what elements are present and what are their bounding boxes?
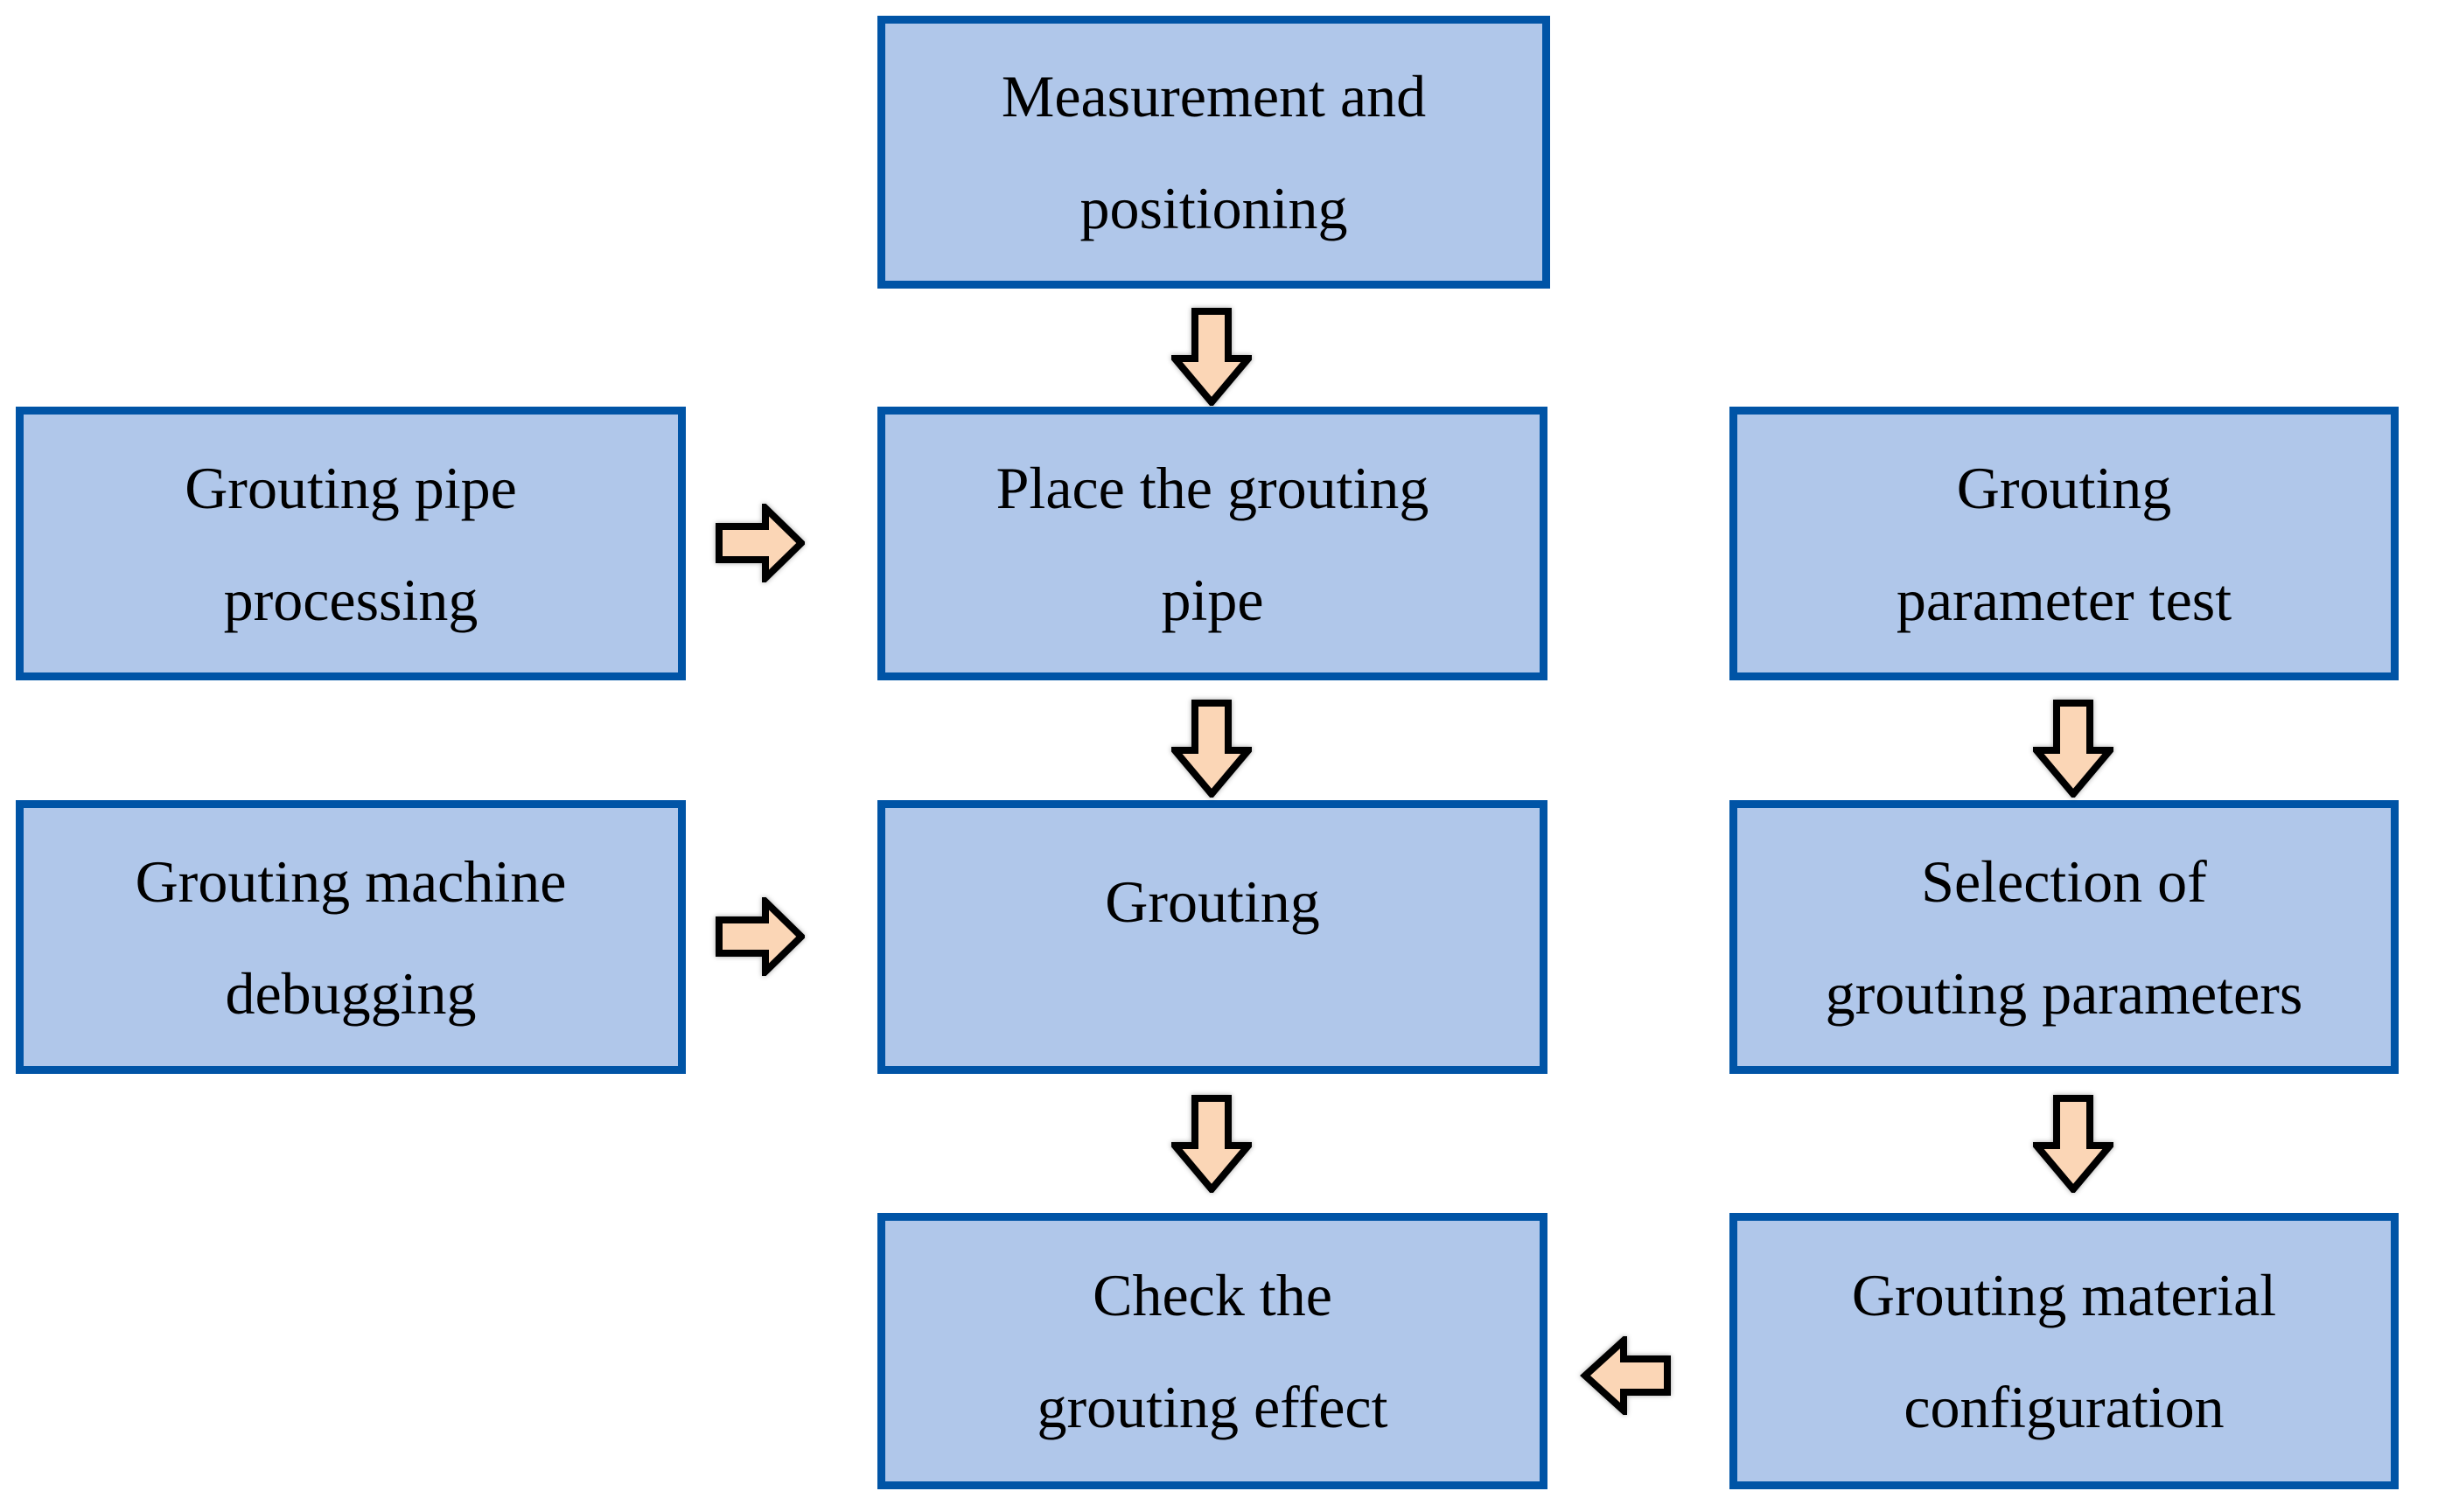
down-arrow-shape [2033,1095,2113,1193]
down-arrow-icon [2033,1095,2113,1193]
flow-node-place-the-grouting-pipe: Place the grouting pipe [877,407,1547,680]
down-arrow-shape [1171,1095,1252,1193]
flow-node-grouting-material-configuration: Grouting material configuration [1729,1213,2399,1489]
flow-node-selection-of-grouting-parameters: Selection of grouting parameters [1729,800,2399,1074]
node-label: Grouting material configuration [1851,1262,2277,1440]
flow-node-grouting-pipe-processing: Grouting pipe processing [16,407,686,680]
flow-node-measurement-and-positioning: Measurement and positioning [877,16,1550,289]
right-arrow-icon [716,897,805,976]
flow-node-grouting-machine-debugging: Grouting machine debugging [16,800,686,1074]
node-label: Grouting machine debugging [135,847,567,1027]
down-arrow-shape [1171,308,1252,406]
node-label: Grouting pipe processing [185,454,517,633]
node-label: Check the grouting effect [1037,1262,1388,1440]
left-arrow-shape [1580,1336,1671,1415]
down-arrow-shape [1171,700,1252,798]
node-label: Grouting [1105,867,1320,935]
down-arrow-icon [2033,700,2113,798]
node-label: Measurement and positioning [1001,63,1427,241]
down-arrow-shape [2033,700,2113,798]
node-label: Grouting parameter test [1896,454,2232,633]
right-arrow-shape [716,897,805,976]
flow-node-check-the-grouting-effect: Check the grouting effect [877,1213,1547,1489]
node-label: Selection of grouting parameters [1825,847,2303,1027]
down-arrow-icon [1171,308,1252,406]
right-arrow-icon [716,504,805,582]
right-arrow-shape [716,504,805,582]
flow-node-grouting-parameter-test: Grouting parameter test [1729,407,2399,680]
node-label: Place the grouting pipe [995,454,1429,633]
down-arrow-icon [1171,1095,1252,1193]
left-arrow-icon [1580,1336,1671,1415]
flow-node-grouting: Grouting [877,800,1547,1074]
down-arrow-icon [1171,700,1252,798]
